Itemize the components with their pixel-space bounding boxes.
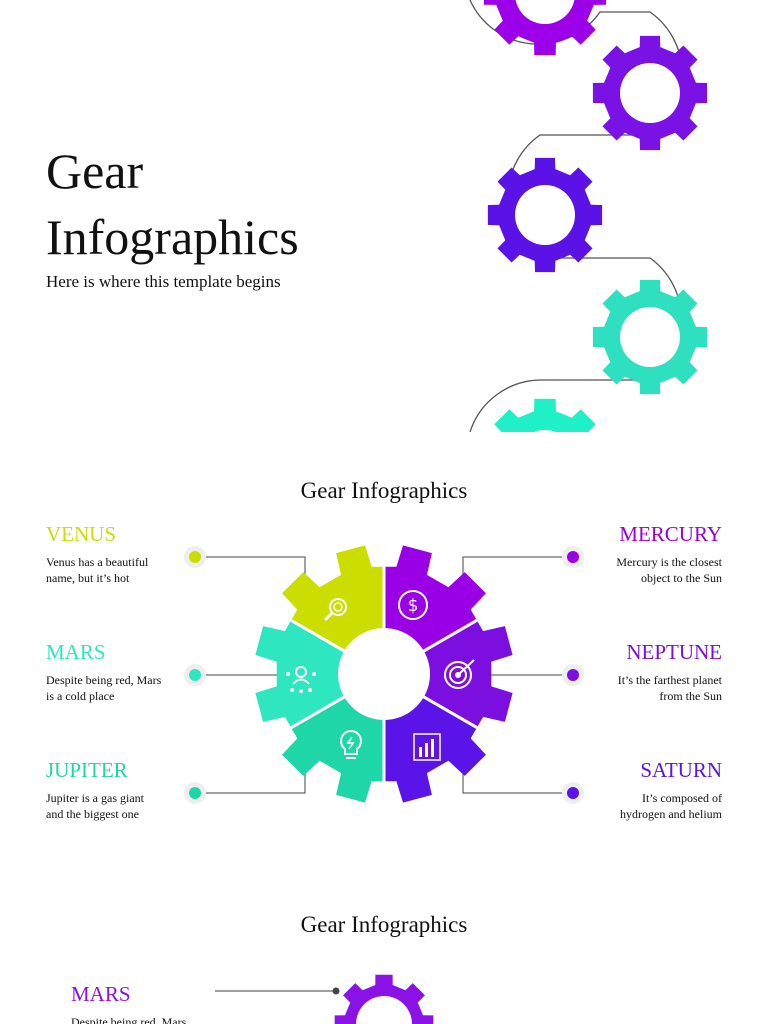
slide-gear-infographic: Gear Infographics VENUS Venus has a beau… xyxy=(0,450,768,882)
slide-gear-infographic-2: Gear Infographics MARS Despite being red… xyxy=(0,882,768,1024)
label-mars-2: MARS xyxy=(71,982,131,1006)
puzzle-gear-graphic xyxy=(184,545,584,804)
gear-icon xyxy=(334,974,434,1024)
gear-icon xyxy=(592,279,708,395)
label-mercury: MERCURY xyxy=(619,522,722,546)
cover-title-line1: Gear xyxy=(46,143,144,199)
gear-icon xyxy=(592,35,708,151)
target-icon xyxy=(444,659,475,689)
desc-mars-2: Despite being red, Mars xyxy=(71,1015,187,1024)
label-venus: VENUS xyxy=(46,522,117,546)
cover-subtitle: Here is where this template begins xyxy=(46,272,281,291)
bar-chart-icon xyxy=(371,1004,389,1024)
connector-dots xyxy=(184,546,584,804)
gear-icon xyxy=(487,157,603,273)
gear-chain-graphic xyxy=(469,0,708,432)
gear-icon xyxy=(494,398,596,432)
lightbulb-icon xyxy=(340,729,362,759)
dollar-icon: $ xyxy=(398,590,428,620)
label-neptune: NEPTUNE xyxy=(626,640,722,664)
gear-segment xyxy=(255,596,388,752)
search-icon xyxy=(323,598,347,622)
network-user-icon xyxy=(286,666,316,693)
label-saturn: SATURN xyxy=(640,758,722,782)
gear-graphic-2 xyxy=(215,974,434,1024)
cover-title-line2: Infographics xyxy=(46,209,299,265)
label-jupiter: JUPITER xyxy=(46,758,128,782)
slide-cover: Gear Infographics Here is where this tem… xyxy=(0,0,768,432)
label-mars: MARS xyxy=(46,640,106,664)
bar-chart-icon xyxy=(413,733,441,761)
cover-title: Gear Infographics xyxy=(46,138,376,270)
svg-text:$: $ xyxy=(408,596,419,616)
slide3-title: Gear Infographics xyxy=(300,912,468,937)
slide2-title: Gear Infographics xyxy=(300,478,468,503)
gear-icon xyxy=(483,0,607,56)
